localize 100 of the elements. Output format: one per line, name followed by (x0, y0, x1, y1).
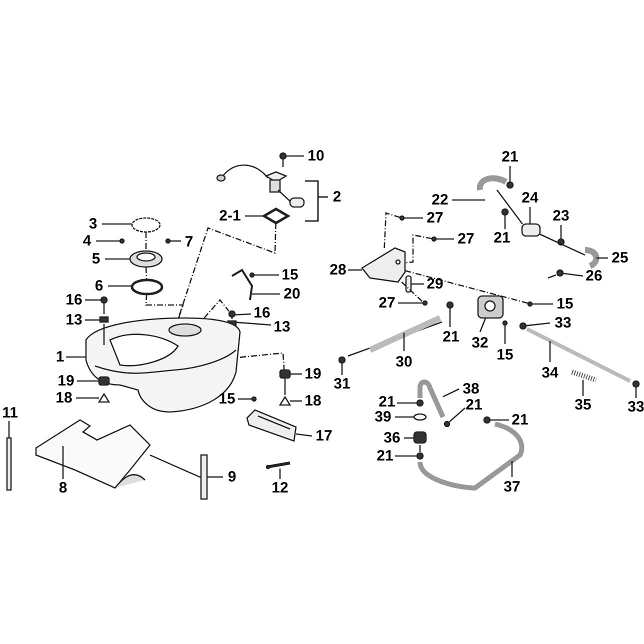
cable-end (632, 380, 640, 388)
callout-number: 31 (334, 376, 350, 392)
callout-number: 27 (426, 210, 444, 226)
callout-number: 39 (374, 410, 392, 424)
rubber-mount (279, 369, 291, 395)
screw (165, 238, 171, 244)
cone-washer (98, 392, 110, 403)
leader-line (504, 215, 506, 229)
callout-number: 13 (66, 312, 82, 328)
callout-number: 9 (228, 470, 236, 484)
hose-clamp (506, 181, 514, 189)
callout-number: 7 (184, 234, 194, 250)
leader-line (395, 416, 414, 418)
leader-line (511, 461, 513, 477)
leader-line (234, 313, 252, 316)
screw (279, 152, 287, 167)
leader-line (207, 476, 223, 478)
callout-number: 21 (378, 394, 396, 410)
hose-clamp (557, 238, 565, 246)
callout-number: 21 (512, 412, 528, 428)
gasket (262, 208, 290, 224)
callout-number: 21 (376, 448, 394, 464)
callout-number: 2 (332, 190, 342, 204)
assembly-line (404, 234, 432, 264)
leader-line (62, 446, 64, 479)
callout-number: 33 (628, 400, 644, 414)
support-bracket (246, 409, 297, 442)
callout-number: 10 (308, 148, 324, 164)
leader-line (85, 299, 101, 301)
fuel-filter (521, 223, 541, 237)
leader-line (596, 257, 608, 259)
leader-line (436, 238, 454, 240)
assembly-line (240, 352, 285, 370)
leader-line (635, 387, 637, 398)
callout-number: 6 (94, 278, 104, 294)
cone-washer (278, 396, 292, 406)
callout-number: 28 (330, 262, 346, 278)
hose-clamp (548, 269, 564, 279)
leader-line (452, 199, 485, 201)
callout-number: 21 (466, 398, 482, 412)
assembly-line (401, 282, 424, 303)
washer (99, 316, 109, 323)
callout-number: 4 (82, 234, 92, 248)
callout-number: 18 (56, 390, 72, 406)
callout-number: 23 (552, 208, 570, 224)
leader-line (254, 274, 279, 276)
callout-number: 36 (384, 430, 400, 446)
o-ring (130, 278, 164, 296)
leader-line (549, 341, 551, 362)
leader-line (411, 283, 424, 285)
callout-number: 12 (272, 480, 288, 496)
leader-line (348, 269, 362, 271)
leader-line (532, 303, 553, 305)
callout-number: 21 (442, 330, 460, 344)
callout-number: 5 (92, 252, 100, 266)
throttle-cable (348, 315, 442, 357)
screw (527, 301, 533, 307)
pin (405, 275, 412, 293)
callout-number: 19 (58, 374, 74, 388)
callout-number: 18 (304, 394, 322, 408)
vent-hose (418, 380, 446, 418)
leader-line (504, 325, 506, 344)
hose-clamp (446, 301, 454, 309)
callout-number: 16 (254, 306, 270, 320)
callout-number: 21 (494, 230, 510, 246)
leader-line (66, 356, 86, 358)
leader-line (479, 318, 486, 332)
pump-flange (129, 250, 163, 268)
callout-number: 15 (556, 296, 574, 312)
callout-number: 3 (88, 216, 98, 232)
callout-number: 19 (304, 366, 322, 382)
leader-line (490, 419, 509, 421)
leader-line (562, 272, 584, 277)
leader-line (560, 225, 562, 239)
leader-line (252, 293, 280, 295)
leader-line (509, 166, 511, 182)
leader-line (102, 223, 132, 225)
hose-line (540, 234, 586, 256)
leader-line (398, 302, 423, 304)
rod (200, 454, 208, 500)
callout-number: 33 (554, 316, 572, 330)
assembly-line (204, 298, 230, 318)
washer (413, 413, 427, 421)
callout-number: 29 (426, 276, 444, 292)
retaining-ring (131, 217, 161, 233)
leader-line (582, 380, 584, 396)
callout-number: 13 (274, 320, 290, 334)
leader-line (529, 207, 531, 224)
callout-number: 20 (284, 286, 300, 302)
strap (6, 437, 12, 491)
leader-line (238, 398, 252, 400)
assembly-line (178, 222, 276, 318)
leader-line (395, 455, 417, 457)
leader-line (279, 468, 281, 479)
carburettor (477, 295, 504, 319)
leader-line (85, 319, 100, 321)
callout-number: 32 (472, 336, 488, 350)
callout-number: 35 (574, 398, 592, 412)
assembly-line (145, 232, 147, 251)
callout-number: 2-1 (219, 208, 241, 224)
